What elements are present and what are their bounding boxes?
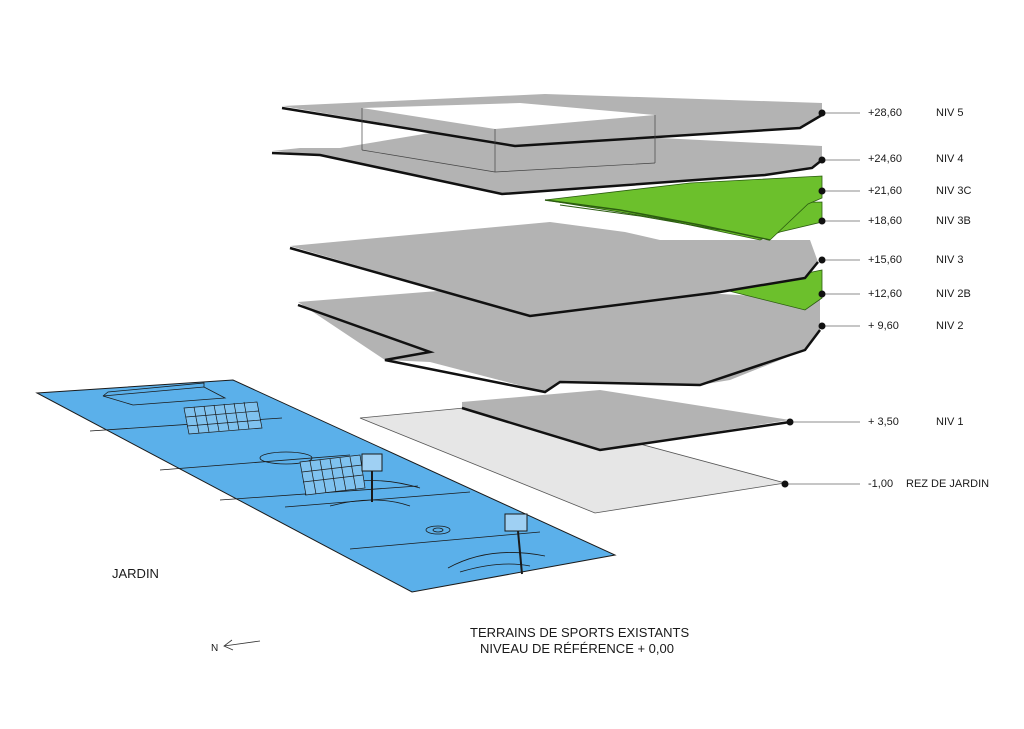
slab-niv-5	[282, 94, 822, 146]
sports-field	[35, 379, 617, 593]
deck-niv-3c	[544, 175, 823, 241]
reference-caption: TERRAINS DE SPORTS EXISTANTS NIVEAU DE R…	[470, 625, 689, 657]
atrium-glazing	[361, 108, 656, 173]
level-name: REZ DE JARDIN	[906, 478, 990, 490]
level-elevation: + 9,60	[868, 320, 899, 332]
level-name: NIV 2	[936, 320, 964, 332]
level-elevation: +12,60	[868, 288, 902, 300]
slab-niv-2	[298, 283, 820, 392]
level-elevation: +24,60	[868, 153, 902, 165]
slab-niv-1	[462, 390, 790, 450]
level-leaders	[785, 112, 860, 485]
level-elevation: -1,00	[868, 478, 894, 490]
level-name: NIV 5	[936, 107, 964, 119]
level-elevation: +18,60	[868, 215, 902, 227]
north-label: N	[211, 643, 219, 654]
basketball-hoop-2	[504, 513, 528, 575]
caption-line-2: NIVEAU DE RÉFÉRENCE + 0,00	[480, 641, 674, 656]
level-name: NIV 3C	[936, 185, 972, 197]
garden-label: JARDIN	[112, 566, 159, 581]
level-markers	[781, 109, 826, 488]
caption-line-1: TERRAINS DE SPORTS EXISTANTS	[470, 625, 690, 640]
level-name: NIV 4	[936, 153, 964, 165]
north-arrow-icon	[223, 639, 261, 651]
basketball-hoop-1	[361, 453, 383, 502]
level-elevation: +28,60	[868, 107, 902, 119]
level-elevation: + 3,50	[868, 416, 899, 428]
goal-net-2	[299, 454, 366, 496]
goal-net-1	[183, 401, 263, 435]
slab-niv-4	[272, 128, 822, 194]
level-elevation: +21,60	[868, 185, 902, 197]
level-name: NIV 3	[936, 254, 964, 266]
slab-niv-3	[290, 222, 818, 316]
level-name: NIV 2B	[936, 288, 971, 300]
level-name: NIV 3B	[936, 215, 971, 227]
level-elevation: +15,60	[868, 254, 902, 266]
level-name: NIV 1	[936, 416, 964, 428]
